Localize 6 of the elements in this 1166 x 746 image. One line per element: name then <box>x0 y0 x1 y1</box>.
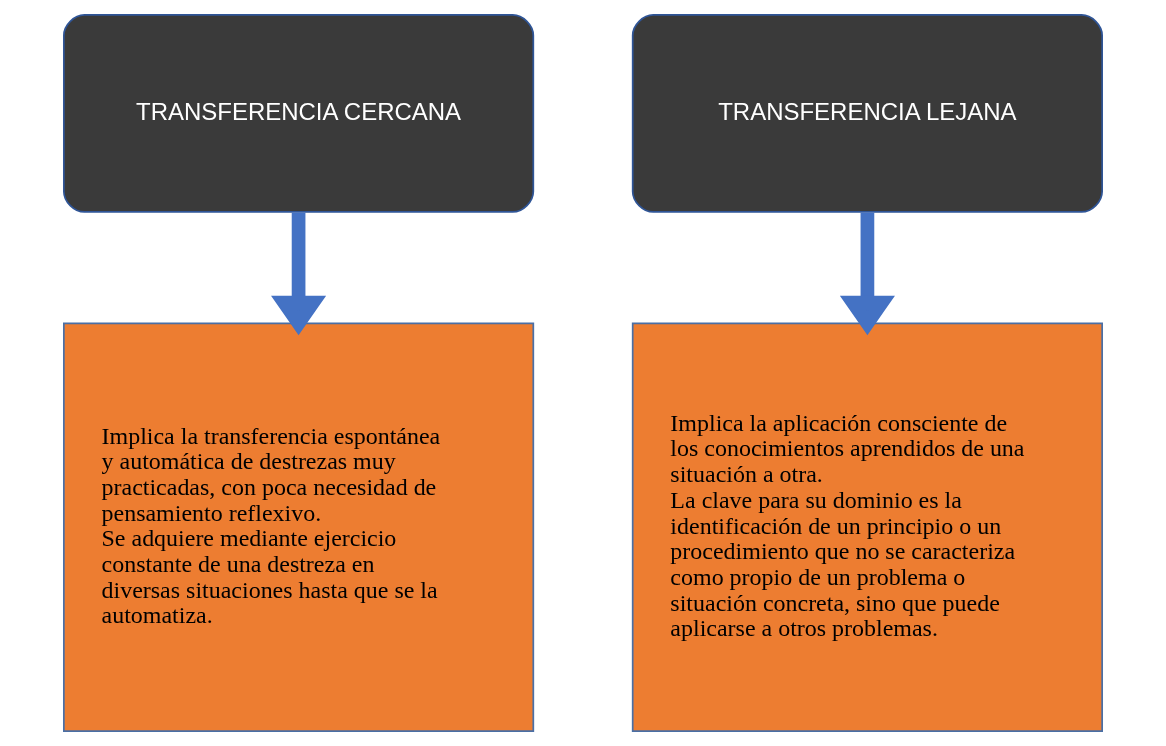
node-box: TRANSFERENCIA LEJANA <box>631 14 1103 213</box>
arrow <box>271 212 327 336</box>
node-box: Implica la aplicación consciente de los conocimientos aprendidos de una situación a otra. La clave para su dominio es la identificación de un principio o un procedimiento que no se caracteriza como propio de un problema o situación concreta, sino que puede aplicarse a otros problemas. <box>631 322 1103 732</box>
node-box: Implica la transferencia espontánea y automática de destrezas muy practicadas, con poca necesidad de pensamiento reflexivo. Se adquiere mediante ejercicio constante de una destreza en diversas situaciones hasta que se la automatiza. <box>63 322 535 732</box>
node-box: TRANSFERENCIA CERCANA <box>63 14 535 213</box>
arrow <box>839 212 895 336</box>
